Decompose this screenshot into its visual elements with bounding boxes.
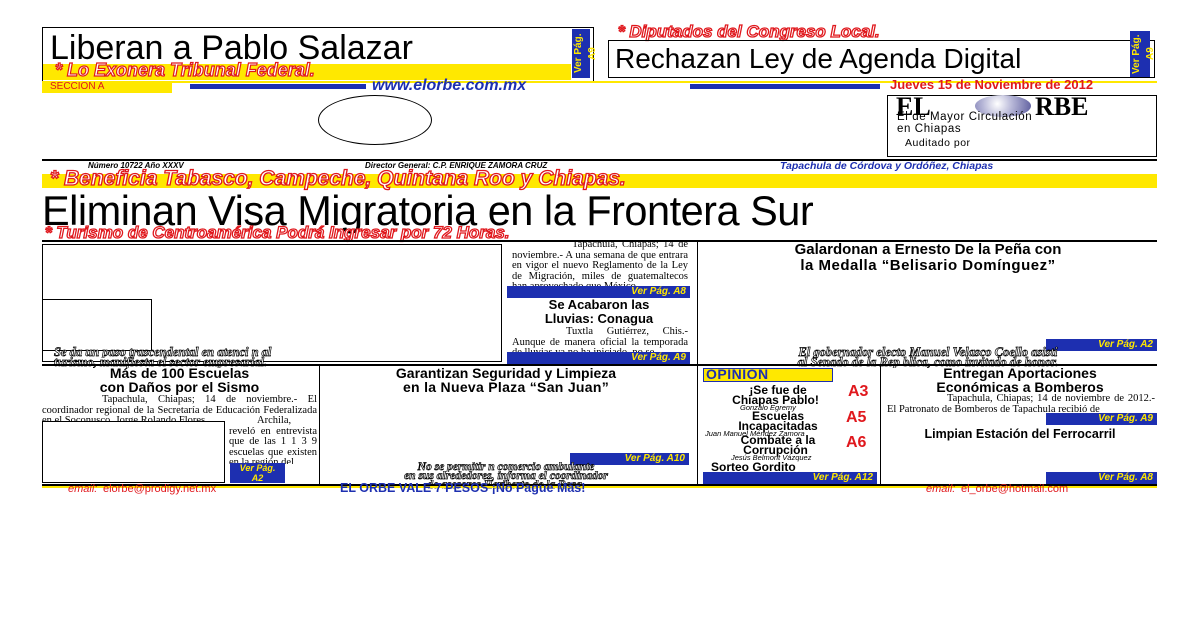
top-right-headline: Rechazan Ley de Agenda Digital xyxy=(615,43,1022,74)
top-left-sub-bar xyxy=(43,64,571,80)
galardonan-headline-1: Galardonan a Ernesto De la Peña con xyxy=(794,241,1062,258)
footer-email-right[interactable]: el_orbe@hotmail.com xyxy=(961,483,1069,495)
top-left-sub: * Lo Exonera Tribunal Federal. xyxy=(54,59,315,80)
galardonan-divider xyxy=(697,240,698,364)
top-right-badge[interactable]: Ver Pág. A9 xyxy=(1130,31,1156,77)
masthead-audited: Auditado por xyxy=(905,137,971,149)
masthead-logo-right: RBE xyxy=(1035,92,1089,121)
issue-date: Jueves 15 de Noviembre de 2012 xyxy=(890,77,1094,92)
opinion-item-1-title-2[interactable]: Chiapas Pablo! xyxy=(732,393,819,407)
lead-body: Tapachula, Chiapas; 14 de noviembre.- A … xyxy=(512,240,688,286)
plaza-headline-2: en la Nueva Plaza “San Juan” xyxy=(402,379,610,395)
info-location: Tapachula de Córdova y Ordóñez, Chiapas xyxy=(780,160,994,172)
opinion-item-1-title-1[interactable]: ¡Se fue de xyxy=(749,383,807,397)
footer-divider xyxy=(42,484,1157,486)
opinion-item-3-author: Jesús Belmont Vázquez xyxy=(731,453,812,462)
footer-email-left[interactable]: elorbe@prodigy.net.mx xyxy=(103,483,217,495)
top-left-badge[interactable]: Ver Pág. A9 xyxy=(572,29,598,78)
masthead-logo-left: EL xyxy=(896,92,931,121)
opinion-item-3-title-2[interactable]: Corrupción xyxy=(743,443,808,457)
opinion-divider xyxy=(880,366,881,484)
plaza-caption-1: No se permitir n comercio ambulante xyxy=(417,462,595,472)
opinion-label-box xyxy=(703,368,833,382)
globe-logo-icon xyxy=(975,95,1031,117)
info-number: Número 10722 Año XXXV xyxy=(88,161,184,170)
plaza-caption-2: en sus alrededores, informa el coordinad… xyxy=(404,471,609,481)
opinion-item-2-page: A5 xyxy=(846,409,867,426)
footer-bar xyxy=(42,486,1157,488)
lead-photo-caption-1: Se da un paso trascendental en atenci n … xyxy=(54,346,272,358)
escuelas-badge-text-1: Ver Pág. xyxy=(239,463,276,473)
footer-email-left-label: email: xyxy=(68,483,98,495)
footer-email-right-label: email: xyxy=(926,483,956,495)
escuelas-body-side: Archila, reveló en entrevista que de las… xyxy=(229,416,317,464)
ferrocarril-headline: Limpian Estación del Ferrocarril xyxy=(924,427,1116,441)
lluvias-body: Tuxtla Gutiérrez, Chis.- Aunque de maner… xyxy=(512,327,688,353)
opinion-item-3-title-1[interactable]: Combate a la xyxy=(740,433,816,447)
opinion-item-1-page: A3 xyxy=(848,383,869,400)
lead-sub: * Turismo de Centroamérica Podrá Ingresa… xyxy=(44,223,510,242)
plaza-badge[interactable]: Ver Pág. A10 xyxy=(570,453,689,465)
opinion-item-1-author: Gonzalo Egremy xyxy=(740,403,796,412)
opinion-item-2-title-2[interactable]: Incapacitadas xyxy=(738,419,818,433)
lead-badge[interactable]: Ver Pág. A8 xyxy=(507,286,690,298)
galardonan-headline-2: la Medalla “Belisario Domínguez” xyxy=(800,257,1056,274)
section-label-box xyxy=(42,82,172,93)
ferrocarril-badge[interactable]: Ver Pág. A8 xyxy=(1046,472,1157,484)
plaza-divider xyxy=(697,366,698,484)
plaza-headline-1: Garantizan Seguridad y Limpieza xyxy=(395,365,617,381)
escuelas-divider xyxy=(319,366,320,484)
bomberos-badge[interactable]: Ver Pág. A9 xyxy=(1046,413,1157,425)
section-label: SECCION A xyxy=(50,81,105,92)
escuelas-headline-1: Más de 100 Escuelas xyxy=(109,365,250,381)
opinion-item-3-page: A6 xyxy=(846,434,867,451)
lluvias-headline-1: Se Acabaron las xyxy=(548,297,650,312)
info-director: Director General: C.P. ENRIQUE ZAMORA CR… xyxy=(365,161,548,170)
escuelas-headline-2: con Daños por el Sismo xyxy=(99,379,260,395)
escuelas-body-top: Tapachula, Chiapas; 14 de noviembre.- El… xyxy=(42,395,317,426)
lead-headline: Eliminan Visa Migratoria en la Frontera … xyxy=(42,187,814,234)
galardonan-badge[interactable]: Ver Pág. A2 xyxy=(1046,339,1157,351)
website-link[interactable]: www.elorbe.com.mx xyxy=(372,77,527,94)
lluvias-badge[interactable]: Ver Pág. A9 xyxy=(507,352,690,364)
escuelas-photo xyxy=(42,421,225,483)
lead-photo-inset xyxy=(42,299,152,351)
opinion-item-2-author: Juan Manuel Méndez Zamora xyxy=(705,429,805,438)
lead-kicker: * Beneficia Tabasco, Campeche, Quintana … xyxy=(49,167,626,190)
section-bar xyxy=(42,81,1157,83)
bomberos-body: Tapachula, Chiapas; 14 de noviembre de 2… xyxy=(887,394,1155,414)
top-right-box xyxy=(608,40,1155,78)
website-bar-right xyxy=(690,84,880,89)
top-right-kicker: * Diputados del Congreso Local. xyxy=(617,21,880,41)
top-left-headline: Liberan a Pablo Salazar xyxy=(50,29,413,67)
lead-kicker-bar xyxy=(42,174,1157,188)
opinion-sorteo[interactable]: Sorteo Gordito xyxy=(711,460,796,474)
lead-photo-border-top xyxy=(42,240,1157,242)
opinion-label: OPINION xyxy=(706,366,769,382)
lower-divider xyxy=(42,364,1157,366)
bomberos-headline-1: Entregan Aportaciones xyxy=(943,365,1097,381)
lluvias-headline-2: Lluvias: Conagua xyxy=(544,311,654,326)
info-bar-line xyxy=(42,159,1157,161)
oval-emblem xyxy=(318,95,432,145)
galardonan-caption-1: El gobernador electo Manuel Velasco Coel… xyxy=(798,346,1058,358)
footer-price: EL ORBE VALE 7 PESOS ¡No Pague Más! xyxy=(340,481,586,495)
website-bar xyxy=(190,84,366,89)
escuelas-badge-text-2: A2 xyxy=(251,473,264,483)
masthead-tagline-2: en Chiapas xyxy=(897,123,962,135)
opinion-item-2-title-1[interactable]: Escuelas xyxy=(751,409,805,423)
masthead-box xyxy=(887,95,1157,157)
masthead-tagline-1: El de Mayor Circulación xyxy=(897,111,1033,123)
bomberos-headline-2: Económicas a Bomberos xyxy=(936,379,1104,395)
escuelas-badge[interactable] xyxy=(230,463,285,483)
opinion-badge[interactable]: Ver Pág. A12 xyxy=(703,472,877,484)
